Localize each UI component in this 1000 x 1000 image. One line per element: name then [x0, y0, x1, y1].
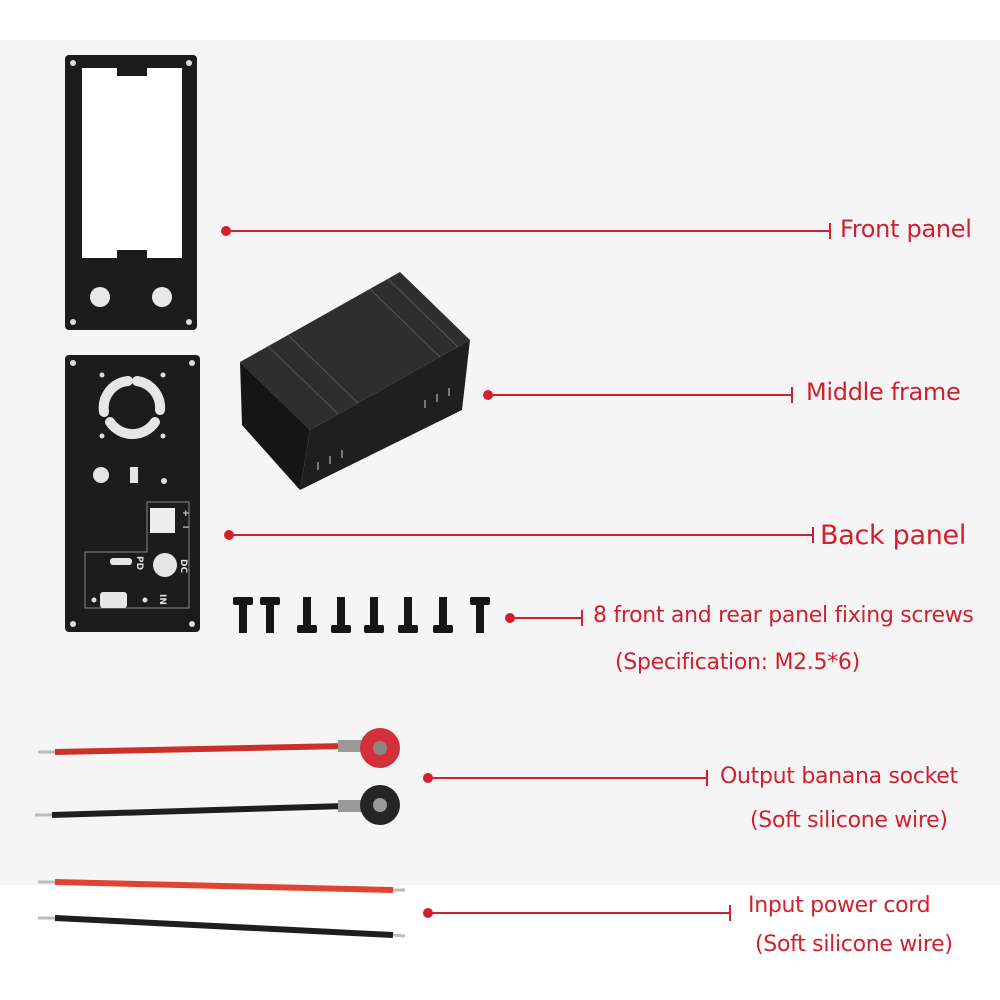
leader-lines [221, 223, 831, 921]
label-output-socket: Output banana socket [720, 764, 958, 789]
label-input-cord: Input power cord [748, 893, 931, 918]
marking-minus: − [182, 523, 190, 533]
marking-in: IN [157, 594, 167, 605]
front-panel-image [65, 55, 197, 330]
marking-pd: PD [134, 556, 144, 570]
back-panel-image: + − PD DC IN [65, 355, 200, 632]
middle-frame-image [240, 272, 470, 490]
screws-image [233, 597, 490, 633]
label-middle-frame: Middle frame [806, 378, 961, 406]
label-back-panel: Back panel [820, 520, 967, 551]
background-bottom [0, 885, 1000, 1000]
label-screws: 8 front and rear panel fixing screws [593, 603, 974, 628]
background-top [0, 0, 1000, 40]
input-cord-wires-image [38, 879, 406, 938]
label-output-socket-note: (Soft silicone wire) [750, 808, 948, 833]
output-socket-wires-image [35, 728, 400, 825]
marking-plus: + [182, 509, 190, 519]
label-input-cord-note: (Soft silicone wire) [755, 932, 953, 957]
label-screws-spec: (Specification: M2.5*6) [615, 650, 860, 675]
label-front-panel: Front panel [840, 215, 972, 243]
marking-dc: DC [178, 559, 188, 573]
